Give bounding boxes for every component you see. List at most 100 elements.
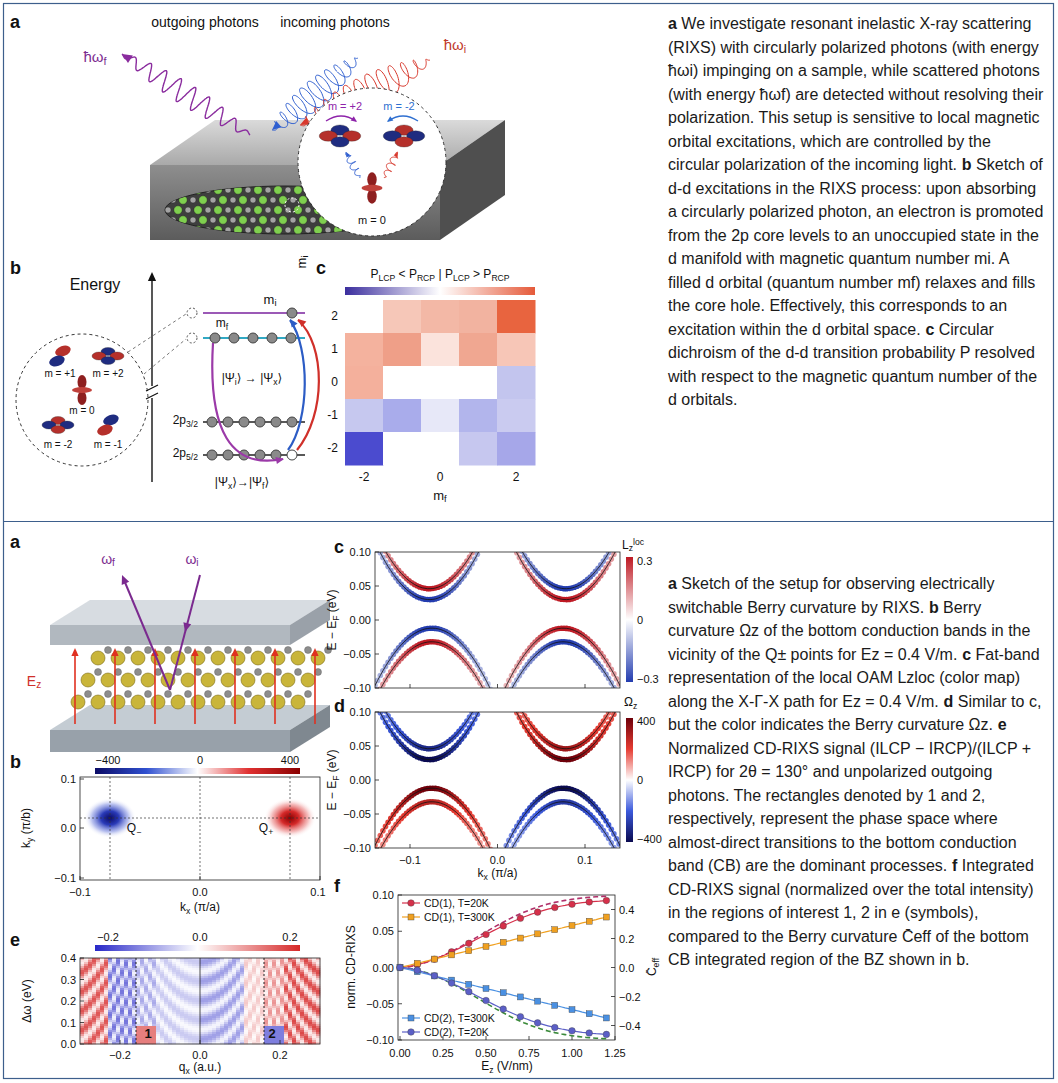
heatmap-cell [156,966,160,968]
heatmap-cell [172,968,176,970]
atom [194,206,202,214]
heatmap-cell [108,1010,112,1012]
zoom-marker [187,308,197,318]
heatmap-cell [112,1038,116,1040]
heatmap-cell [100,990,104,992]
heatmap-cell [168,1024,172,1026]
heatmap-cell [148,972,152,974]
arrow-head [298,319,306,327]
plate-side [290,705,330,752]
orbital-lobe [395,137,413,147]
heatmap-cell [208,1012,212,1014]
heatmap-cell [160,960,164,962]
heatmap-cell [164,988,168,990]
heatmap-cell [184,1018,188,1020]
atom [194,186,202,194]
heatmap-cell [192,988,196,990]
heatmap-cell [84,980,88,982]
heatmap-cell [108,998,112,1000]
heatmap-cell [180,992,184,994]
atom [145,647,152,654]
atom [214,186,222,194]
heatmap-cell [148,1010,152,1012]
plate-front [50,625,290,645]
heatmap-cell [148,964,152,966]
heatmap-cell [120,1022,124,1024]
heatmap-cell [100,1008,104,1010]
atom [294,226,302,234]
heatmap-cell [212,976,216,978]
heatmap-cell [152,1040,156,1042]
heatmap-cell [116,960,120,962]
heatmap-cell [212,986,216,988]
heatmap-cell [156,986,160,988]
heatmap-cell [160,1004,164,1006]
heatmap-cell [88,996,92,998]
heatmap-cell [124,980,128,982]
heatmap-cell [180,1024,184,1026]
heatmap-cell [92,1012,96,1014]
heatmap-cell [200,994,204,996]
heatmap-cell [180,996,184,998]
heatmap-cell [112,990,116,992]
heatmap-cell [144,1012,148,1014]
heatmap-cell [212,1014,216,1016]
heatmap-cell [88,976,92,978]
heatmap-cell [136,972,140,974]
heatmap-cell [120,1016,124,1018]
heatmap-cell [164,974,168,976]
atom [250,217,256,223]
heatmap-cell [192,1030,196,1032]
heatmap-cell [160,1032,164,1034]
heatmap-cell [140,1038,144,1040]
heatmap-cell [116,1028,120,1030]
heatmap-cell [96,974,100,976]
heatmap-cell [192,1004,196,1006]
heatmap-cell [144,960,148,962]
heatmap-cell [100,1040,104,1042]
heatmap-cell [156,990,160,992]
heatmap-cell [88,988,92,990]
heatmap-cell [204,974,208,976]
heatmap-cell [224,964,228,966]
atom [85,691,92,698]
heatmap-cell [116,966,120,968]
heatmap-cell [208,984,212,986]
heatmap-cell [116,976,120,978]
heatmap-cell [224,1004,228,1006]
heatmap-cell [100,982,104,984]
heatmap-cell [212,992,216,994]
heatmap-cell [188,1008,192,1010]
heatmap-cell [176,960,180,962]
heatmap-cell [208,968,212,970]
heatmap-cell [172,974,176,976]
atom [131,651,145,665]
heatmap-cell [80,1008,84,1010]
heatmap-cell [200,1036,204,1038]
heatmap-cell [156,976,160,978]
heatmap-cell [156,984,160,986]
heatmap-cell [80,984,84,986]
atom [279,196,287,204]
heatmap-cell [140,1000,144,1002]
heatmap-cell [188,970,192,972]
heatmap-cell [160,990,164,992]
heatmap-cell [188,984,192,986]
heatmap-cell [100,1010,104,1012]
heatmap-cell [224,1012,228,1014]
heatmap-cell [112,974,116,976]
arrow-head [183,622,191,632]
heatmap-cell [152,1020,156,1022]
atom [165,207,171,213]
heatmap-cell [128,1036,132,1038]
heatmap-cell [88,1010,92,1012]
heatmap-cell [96,984,100,986]
heatmap-cell [216,962,220,964]
orbital [96,413,120,438]
heatmap-cell [228,1006,232,1008]
atom [294,206,302,214]
heatmap-cell [92,1004,96,1006]
heatmap-cell [100,1038,104,1040]
heatmap-cell [148,1020,152,1022]
heatmap-cell [228,970,232,972]
